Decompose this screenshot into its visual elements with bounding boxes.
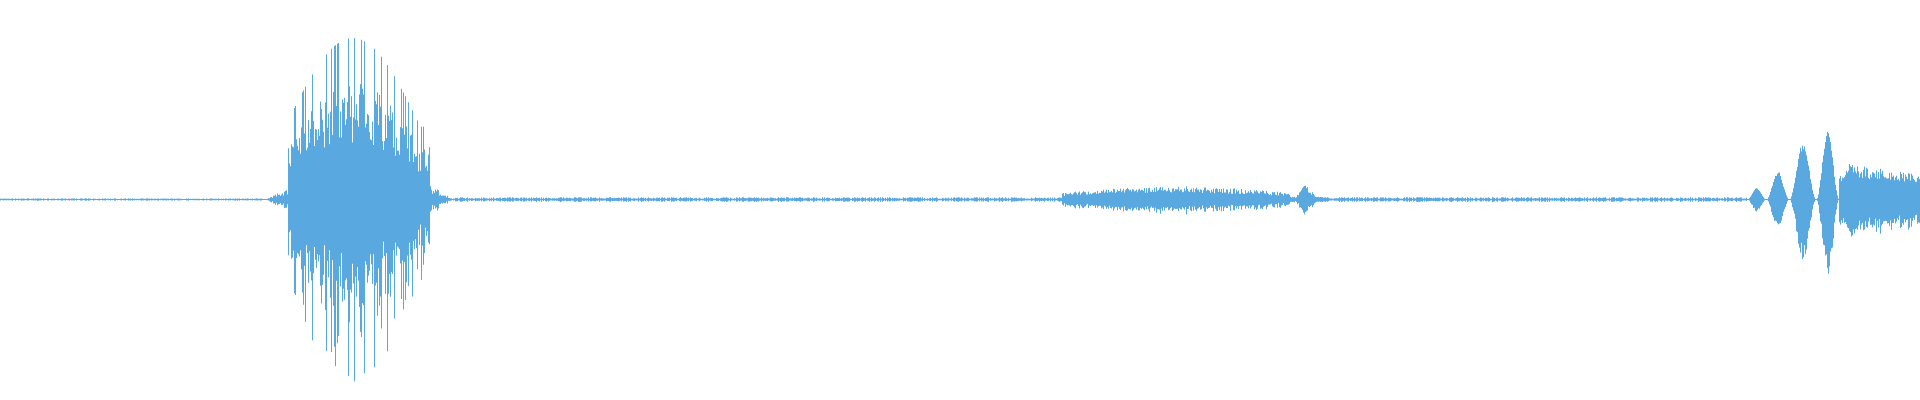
waveform-trace xyxy=(0,38,1920,382)
